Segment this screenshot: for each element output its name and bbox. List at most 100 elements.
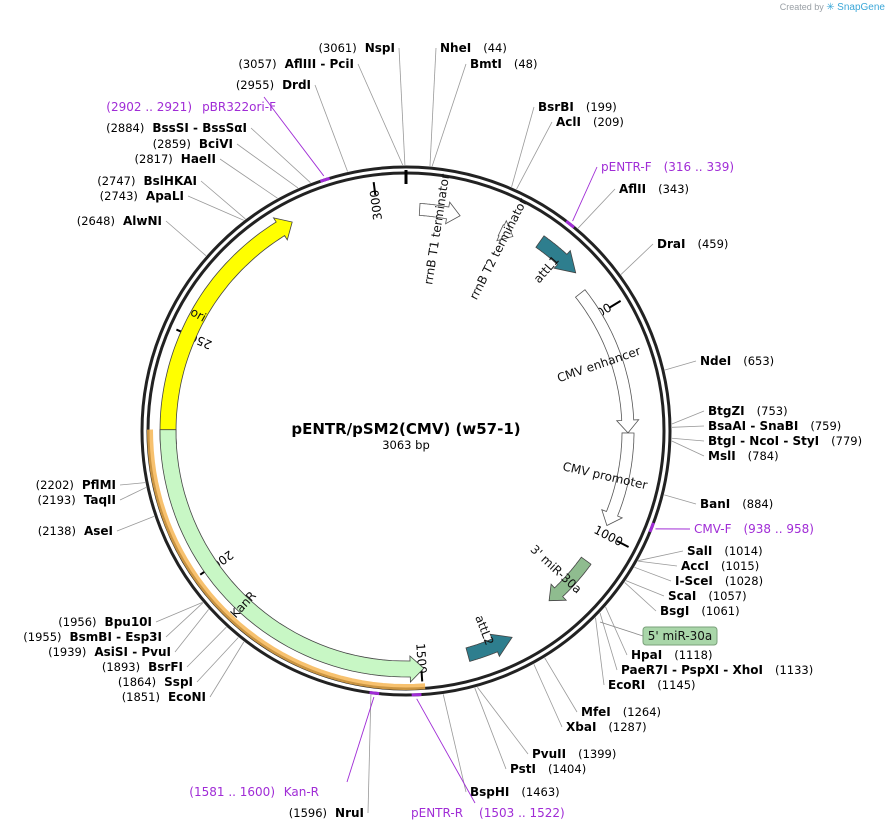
- enzyme-position: (1264): [623, 705, 661, 719]
- map-center: pENTR/pSM2(CMV) (w57-1) 3063 bp: [291, 420, 520, 452]
- enzyme-position: (884): [742, 497, 773, 511]
- enzyme-position: (1864): [118, 675, 156, 689]
- primer-pentr-f: pENTR-F(316 .. 339): [601, 160, 734, 174]
- mir30a-5-box-label: 5' miR-30a: [648, 629, 713, 643]
- enzyme-position: (1893): [102, 660, 140, 674]
- enzyme-leader-paer7i-pspxi-xhoi: [599, 612, 618, 671]
- enzyme-site-bsphi: BspHI (1463): [470, 785, 560, 799]
- enzyme-site-bsrfi: BsrFI(1893): [102, 660, 183, 674]
- primer-range: (316 .. 339): [664, 160, 734, 174]
- enzyme-leader-acli: [516, 121, 553, 190]
- enzyme-position: (653): [743, 354, 774, 368]
- tick-label-3000: 3000: [367, 189, 385, 221]
- enzyme-position: (1851): [122, 690, 160, 704]
- created-by-text: Created by: [779, 2, 824, 12]
- enzyme-site-haeii: HaeII(2817): [135, 152, 216, 166]
- enzyme-site-bpu10i: Bpu10I(1956): [58, 615, 152, 629]
- enzyme-site-pvuii: PvuII(1399): [532, 747, 616, 761]
- enzyme-position: (1955): [23, 630, 61, 644]
- enzyme-site-btgi-ncoi-styi: BtgI - NcoI - StyI (779): [708, 434, 862, 448]
- kanr-arrow: [159, 429, 425, 683]
- enzyme-site-bmti: BmtI(48): [470, 57, 537, 71]
- enzyme-name: Bpu10I: [105, 615, 152, 629]
- enzyme-site-msli: MslI(784): [708, 449, 779, 463]
- enzyme-position: (1404): [548, 762, 586, 776]
- enzyme-leader-xbai: [533, 664, 563, 728]
- enzyme-name: PflMI: [82, 478, 116, 492]
- enzyme-name: BssSI - BssSαI: [152, 121, 247, 135]
- enzyme-site-taqii: TaqII(2193): [37, 493, 116, 507]
- enzyme-position: (209): [593, 115, 624, 129]
- enzyme-position: (2859): [153, 137, 191, 151]
- primer-name: CMV-F: [694, 522, 732, 536]
- enzyme-name: EcoRI: [608, 678, 645, 692]
- enzyme-leader-afliii-pcii: [357, 63, 404, 166]
- primer-mark-pbr322ori-f: [319, 176, 331, 183]
- enzyme-name: BsaAI - SnaBI: [708, 419, 798, 433]
- enzyme-name: BsrBI: [538, 100, 574, 114]
- enzyme-position: (2955): [236, 78, 274, 92]
- enzyme-site-scai: ScaI(1057): [668, 589, 747, 603]
- primer-leader-pbr322ori-f: [263, 96, 325, 177]
- enzyme-name: AccI: [681, 559, 709, 573]
- attl2-label: attL2: [472, 613, 496, 647]
- attl1-arrow: [535, 235, 577, 274]
- cmv-enhancer-arrow: [574, 289, 640, 434]
- primer-range: (2902 .. 2921): [106, 100, 192, 114]
- enzyme-position: (1596): [289, 806, 327, 820]
- enzyme-name: HpaI: [631, 648, 662, 662]
- enzyme-name: I-SceI: [675, 574, 713, 588]
- enzyme-name: AsiSI - PvuI: [94, 645, 171, 659]
- enzyme-site-apali: ApaLI (2743): [100, 189, 184, 203]
- enzyme-position: (1399): [578, 747, 616, 761]
- enzyme-name: ApaLI: [146, 189, 184, 203]
- rrnb-t2-label: rrnB T2 terminator: [467, 196, 530, 302]
- enzyme-position: (1463): [521, 785, 559, 799]
- primer-range: (1581 .. 1600): [189, 785, 275, 799]
- enzyme-position: (199): [586, 100, 617, 114]
- enzyme-site-bsrbi: BsrBI (199): [538, 100, 617, 114]
- ori-label: ori: [188, 305, 208, 325]
- enzyme-leader-bani: [664, 494, 697, 505]
- enzyme-position: (1057): [708, 589, 746, 603]
- enzyme-leader-lines: [116, 47, 705, 814]
- kanr-highlight: [147, 429, 426, 691]
- enzyme-position: (1145): [657, 678, 695, 692]
- primer-range: (938 .. 958): [743, 522, 813, 536]
- enzyme-leader-bslhkai: [200, 180, 246, 220]
- enzyme-leader-nspi: [398, 47, 406, 166]
- enzyme-name: AflIII - PciI: [285, 57, 354, 71]
- enzyme-site-asei: AseI(2138): [38, 524, 113, 538]
- enzyme-position: (2817): [135, 152, 173, 166]
- enzyme-leader-ecori: [595, 617, 605, 686]
- enzyme-leader-econi: [209, 641, 245, 698]
- enzyme-position: (2743): [100, 189, 138, 203]
- enzyme-site-hpai: HpaI(1118): [631, 648, 712, 662]
- enzyme-site-ecori: EcoRI (1145): [608, 678, 696, 692]
- enzyme-name: BspHI: [470, 785, 509, 799]
- enzyme-name: BtgI - NcoI - StyI: [708, 434, 819, 448]
- enzyme-site-sali: SalI(1014): [687, 544, 763, 558]
- enzyme-leader-msli: [671, 440, 705, 457]
- primer-kan-r: Kan-R(1581 .. 1600): [189, 785, 319, 799]
- enzyme-leader-aflii: [577, 188, 616, 229]
- attl2-arrow: [465, 633, 513, 662]
- tick-label-1000: 1000: [592, 523, 626, 550]
- cmv-enhancer-label: CMV enhancer: [555, 344, 642, 386]
- enzyme-leader-scai: [625, 580, 665, 597]
- enzyme-site-xbai: XbaI(1287): [566, 720, 647, 734]
- enzyme-site-econi: EcoNI(1851): [122, 690, 206, 704]
- enzyme-name: BsmBI - Esp3I: [70, 630, 162, 644]
- primer-labels: pBR322ori-F(2902 .. 2921)pENTR-F(316 .. …: [106, 96, 814, 820]
- enzyme-leader-drdi: [314, 84, 348, 172]
- primer-mark-kan-r: [369, 690, 380, 696]
- enzyme-leader-bsgi: [624, 582, 657, 612]
- enzyme-position: (3061): [319, 41, 357, 55]
- enzyme-position: (2884): [106, 121, 144, 135]
- enzyme-position: (779): [831, 434, 862, 448]
- enzyme-name: BmtI: [470, 57, 502, 71]
- enzyme-leader-sspi: [196, 637, 239, 683]
- primer-mark-cmv-f: [648, 522, 655, 533]
- snapgene-product-name: SnapGene: [837, 2, 885, 13]
- enzyme-position: (753): [757, 404, 788, 418]
